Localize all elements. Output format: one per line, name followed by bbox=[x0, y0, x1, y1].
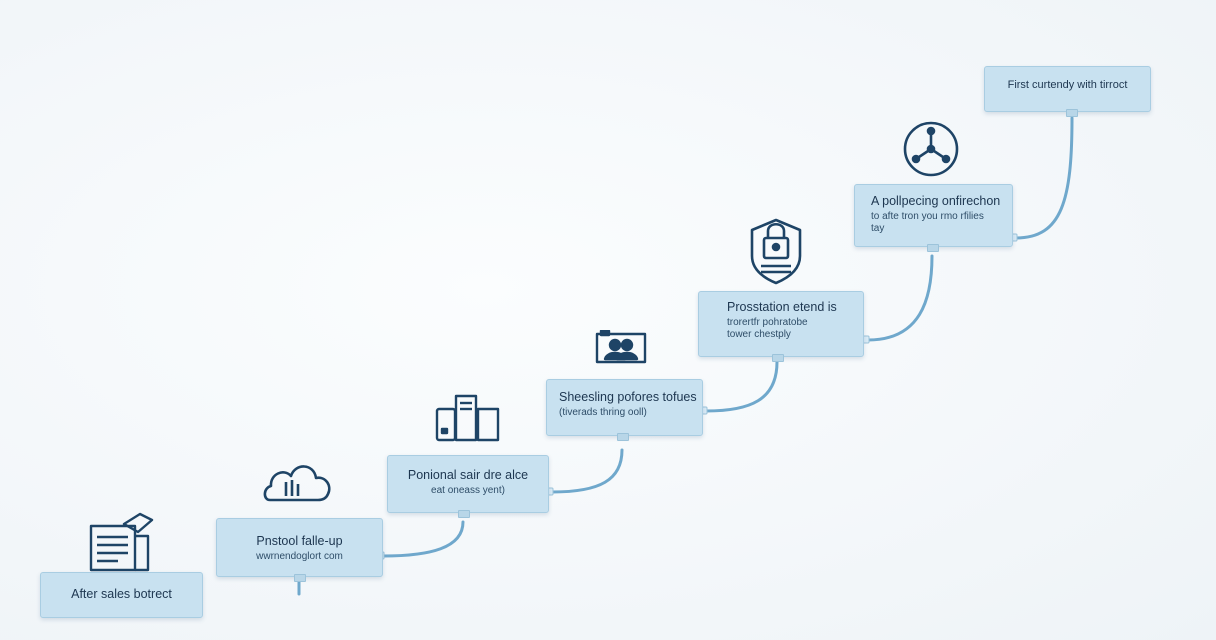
step-title: First curtendy with tirroct bbox=[1007, 79, 1128, 91]
box-tab bbox=[772, 354, 784, 362]
step-box-3: Ponional sair dre alce eat oneass yent) bbox=[387, 455, 549, 513]
step-box-7: First curtendy with tirroct bbox=[984, 66, 1151, 112]
step-box-1: After sales botrect bbox=[40, 572, 203, 618]
step-subtitle: trorertfr pohratobe tower chestply bbox=[727, 317, 808, 340]
connector-3-4 bbox=[704, 360, 779, 413]
step-subtitle: (tiverads thring ooll) bbox=[559, 407, 647, 418]
step-box-4: Sheesling pofores tofues (tiverads thrin… bbox=[546, 379, 703, 436]
connector-4-5 bbox=[866, 254, 934, 342]
people-photo-icon bbox=[595, 330, 647, 364]
step-subtitle: to afte tron you rmo rfilies tay bbox=[871, 211, 984, 234]
step-title: Ponional sair dre alce bbox=[407, 468, 529, 482]
network-circle-icon bbox=[901, 119, 961, 179]
step-box-5: Prosstation etend is trorertfr pohratobe… bbox=[698, 291, 864, 357]
step-title: Pnstool falle-up bbox=[256, 534, 343, 548]
box-tab bbox=[294, 574, 306, 582]
box-tab bbox=[617, 433, 629, 441]
box-tab bbox=[927, 244, 939, 252]
cloud-icon bbox=[262, 458, 334, 504]
step-title: After sales botrect bbox=[71, 587, 172, 601]
connector-1-2 bbox=[381, 520, 465, 558]
shield-lock-icon bbox=[747, 216, 805, 286]
step-title: Prosstation etend is bbox=[727, 300, 837, 314]
connector-2-3 bbox=[550, 448, 624, 494]
step-box-2: Pnstool falle-up wwrnendoglort com bbox=[216, 518, 383, 577]
document-pen-icon bbox=[88, 510, 158, 572]
connector-5-6 bbox=[1014, 116, 1074, 240]
step-title: A pollpecing onfirechon bbox=[871, 194, 1001, 208]
step-subtitle: wwrnendoglort com bbox=[256, 551, 343, 562]
step-subtitle: eat oneass yent) bbox=[431, 485, 505, 496]
devices-icon bbox=[434, 393, 502, 443]
box-tab bbox=[458, 510, 470, 518]
box-tab bbox=[1066, 109, 1078, 117]
step-box-6: A pollpecing onfirechon to afte tron you… bbox=[854, 184, 1013, 247]
step-title: Sheesling pofores tofues bbox=[559, 390, 697, 404]
